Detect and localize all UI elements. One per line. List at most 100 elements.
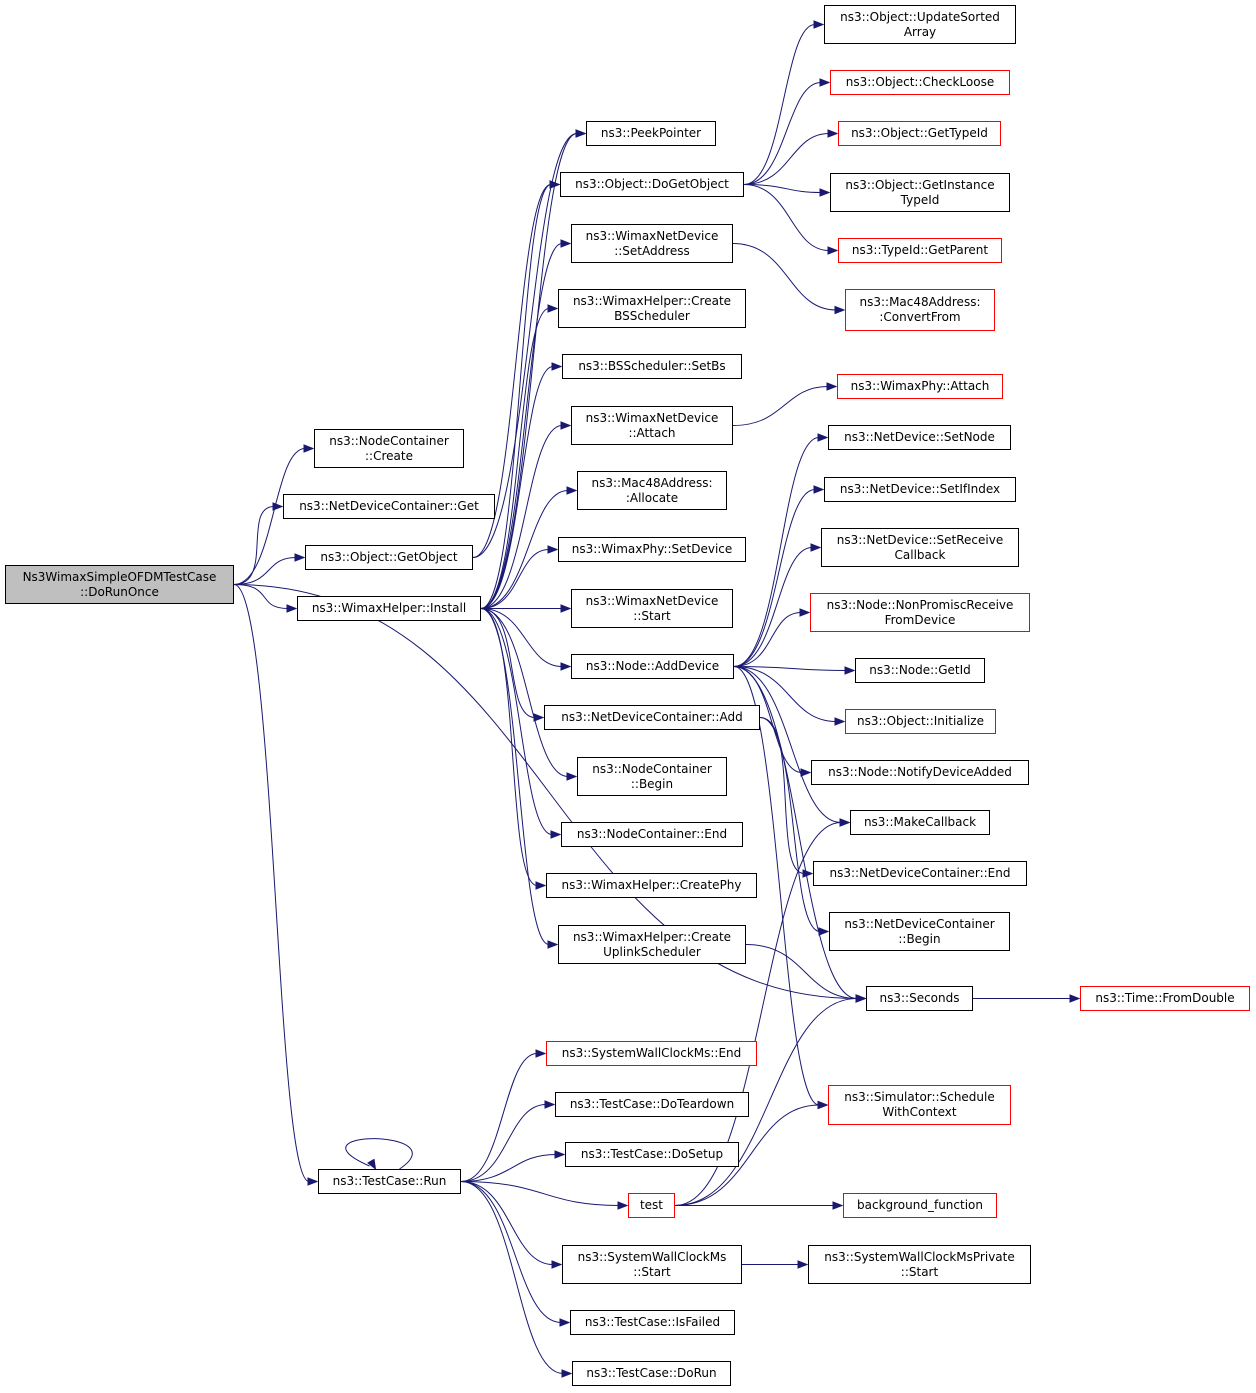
edge-arrowhead [566, 486, 578, 495]
node-tc-run[interactable]: ns3::TestCase::Run [318, 1169, 461, 1194]
edge-arrowhead [547, 304, 559, 313]
node-label-line: ns3::TestCase::Run [332, 1174, 447, 1188]
edge-arrowhead [554, 1150, 566, 1159]
node-tc-dosetup[interactable]: ns3::TestCase::DoSetup [565, 1142, 739, 1167]
call-edge [472, 133, 578, 558]
node-ndc-get[interactable]: ns3::NetDeviceContainer::Get [283, 494, 495, 519]
node-swc-end[interactable]: ns3::SystemWallClockMs::End [546, 1041, 757, 1066]
node-label-line: Callback [894, 547, 946, 562]
call-edge [732, 243, 837, 311]
node-ndc-add[interactable]: ns3::NetDeviceContainer::Add [544, 705, 760, 730]
node-obj-initialize[interactable]: ns3::Object::Initialize [845, 709, 996, 734]
call-edge [743, 133, 830, 185]
node-mac-allocate[interactable]: ns3::Mac48Address::Allocate [577, 471, 727, 510]
node-nd-setifindex[interactable]: ns3::NetDevice::SetIfIndex [824, 477, 1016, 502]
edge-arrowhead [827, 246, 839, 255]
call-edge [674, 822, 842, 1206]
node-time-fromdouble[interactable]: ns3::Time::FromDouble [1080, 986, 1250, 1011]
node-wnd-start[interactable]: ns3::WimaxNetDevice::Start [571, 589, 733, 628]
node-obj-getobject[interactable]: ns3::Object::GetObject [305, 545, 473, 570]
call-edge [233, 584, 289, 609]
node-label-line: ns3::PeekPointer [600, 126, 702, 140]
node-node-adddevice[interactable]: ns3::Node::AddDevice [571, 654, 734, 679]
call-edge [733, 666, 820, 1106]
node-label-line: ns3::NetDeviceContainer::End [829, 866, 1011, 880]
node-test[interactable]: test [628, 1193, 675, 1218]
node-peekpointer[interactable]: ns3::PeekPointer [586, 121, 716, 146]
node-bss-setbs[interactable]: ns3::BSScheduler::SetBs [562, 354, 742, 379]
call-edge [233, 584, 310, 1182]
node-makecallback[interactable]: ns3::MakeCallback [850, 810, 990, 835]
call-edge [732, 386, 829, 426]
edge-arrowhead [549, 180, 561, 189]
node-label-line: ns3::Node::NotifyDeviceAdded [828, 765, 1012, 779]
node-background-function[interactable]: background_function [843, 1193, 997, 1218]
node-label-line: ns3::NetDeviceContainer::Add [561, 710, 743, 724]
node-label-line: ns3::NetDevice::SetNode [844, 430, 995, 444]
node-label-line: ::DoRunOnce [80, 584, 159, 599]
node-wh-createphy[interactable]: ns3::WimaxHelper::CreatePhy [546, 873, 757, 898]
node-tc-doteardown[interactable]: ns3::TestCase::DoTeardown [555, 1092, 749, 1117]
node-seconds[interactable]: ns3::Seconds [866, 986, 973, 1011]
node-swc-start[interactable]: ns3::SystemWallClockMs::Start [562, 1245, 742, 1284]
node-swcp-start[interactable]: ns3::SystemWallClockMsPrivate::Start [808, 1245, 1031, 1284]
node-typeid-getparent[interactable]: ns3::TypeId::GetParent [838, 238, 1002, 263]
node-label-line: ns3::Object::DoGetObject [575, 177, 729, 191]
node-wnd-attach[interactable]: ns3::WimaxNetDevice::Attach [571, 406, 733, 445]
node-label-line: ns3::SystemWallClockMsPrivate [824, 1249, 1015, 1264]
node-tc-dorun[interactable]: ns3::TestCase::DoRun [572, 1361, 731, 1386]
node-label-line: ::Start [900, 1264, 939, 1279]
call-edge [480, 243, 563, 609]
edge-arrowhead [813, 485, 825, 494]
edge-arrowhead [844, 666, 856, 675]
node-wphy-attach[interactable]: ns3::WimaxPhy::Attach [837, 374, 1003, 399]
node-label-line: ns3::WimaxPhy::Attach [850, 379, 990, 393]
node-ndc-end[interactable]: ns3::NetDeviceContainer::End [813, 861, 1027, 886]
node-label-line: BSScheduler [614, 308, 690, 323]
node-ndc-begin[interactable]: ns3::NetDeviceContainer::Begin [829, 912, 1010, 951]
node-label-line: ns3::Object::GetInstance [845, 177, 995, 192]
node-obj-gettypeid[interactable]: ns3::Object::GetTypeId [838, 121, 1001, 146]
node-tc-isfailed[interactable]: ns3::TestCase::IsFailed [570, 1310, 735, 1335]
node-obj-dogetobject[interactable]: ns3::Object::DoGetObject [560, 172, 744, 197]
node-label-line: ns3::Mac48Address: [859, 295, 981, 309]
node-label-line: ns3::WimaxHelper::CreatePhy [561, 878, 742, 892]
edge-arrowhead [827, 129, 839, 138]
node-label-line: :ConvertFrom [879, 310, 961, 324]
node-mac-convertfrom[interactable]: ns3::Mac48Address::ConvertFrom [845, 289, 995, 331]
node-label-line: ns3::Node::NonPromiscReceive [826, 597, 1014, 612]
node-label-line: WithContext [882, 1105, 957, 1119]
node-node-notifydeviceadded[interactable]: ns3::Node::NotifyDeviceAdded [811, 760, 1029, 785]
edge-arrowhead [535, 881, 547, 890]
node-wh-install[interactable]: ns3::WimaxHelper::Install [297, 596, 481, 621]
node-label-line: ns3::SystemWallClockMs [577, 1249, 727, 1264]
call-edge [480, 608, 553, 835]
node-label-line: ::Attach [628, 425, 676, 440]
node-nc-end[interactable]: ns3::NodeContainer::End [561, 822, 743, 847]
node-nd-setnode[interactable]: ns3::NetDevice::SetNode [828, 425, 1011, 450]
edge-arrowhead [817, 1100, 829, 1110]
call-edge [460, 1053, 538, 1182]
node-nc-begin[interactable]: ns3::NodeContainer::Begin [577, 757, 727, 796]
edge-arrowhead [802, 869, 814, 878]
call-edge [460, 1181, 564, 1374]
node-wphy-setdevice[interactable]: ns3::WimaxPhy::SetDevice [558, 537, 746, 562]
call-edge [233, 448, 306, 585]
node-nc-create[interactable]: ns3::NodeContainer::Create [314, 429, 464, 468]
call-edge [472, 184, 552, 558]
edge-arrowhead [286, 604, 298, 613]
node-node-getid[interactable]: ns3::Node::GetId [855, 658, 985, 683]
call-edge [460, 1181, 554, 1265]
node-obj-checkloose[interactable]: ns3::Object::CheckLoose [830, 70, 1010, 95]
edge-arrowhead [832, 1201, 844, 1210]
node-wnd-setaddress[interactable]: ns3::WimaxNetDevice::SetAddress [571, 224, 733, 263]
node-label-line: ns3::NodeContainer::End [576, 827, 728, 841]
